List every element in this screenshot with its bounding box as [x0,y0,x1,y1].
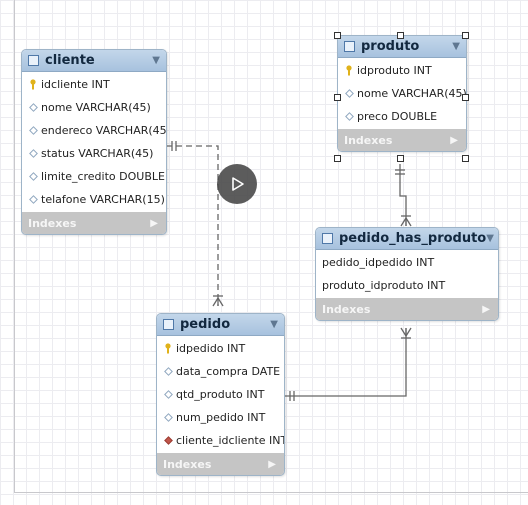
column-row[interactable]: data_compra DATE [157,360,284,383]
column-label: data_compra DATE [176,365,281,378]
column-label: limite_credito DOUBLE [41,170,165,183]
column-label: preco DOUBLE [357,110,438,123]
column-row[interactable]: status VARCHAR(45) [22,142,166,165]
column-label: qtd_produto INT [176,388,265,401]
column-label: endereco VARCHAR(45) [41,124,167,137]
column-row[interactable]: num_pedido INT [157,406,284,429]
table-icon [28,55,39,66]
table-name: cliente [45,53,95,68]
resize-handle-top-left[interactable] [334,32,341,39]
table-name: produto [361,39,420,54]
key-icon [28,79,38,90]
column-row[interactable]: nome VARCHAR(45) [338,82,466,105]
diamond-outline-icon [28,103,38,113]
table-pedido-has-produto[interactable]: pedido_has_produto ▼ pedido_idpedido INT… [315,227,499,321]
indexes-section[interactable]: Indexes ▶ [316,298,498,320]
chevron-down-icon[interactable]: ▼ [452,41,460,52]
resize-handle-top[interactable] [397,32,404,39]
chevron-down-icon[interactable]: ▼ [486,233,494,244]
column-row[interactable]: pedido_idpedido INT [316,251,498,274]
diamond-outline-icon [163,413,173,423]
table-header[interactable]: pedido ▼ [157,314,284,336]
table-name: pedido_has_produto [339,231,487,246]
column-row[interactable]: endereco VARCHAR(45) [22,119,166,142]
column-row[interactable]: produto_idproduto INT [316,274,498,297]
diamond-outline-icon [163,390,173,400]
resize-handle-bottom-right[interactable] [462,155,469,162]
indexes-section[interactable]: Indexes ▶ [338,129,466,151]
table-header[interactable]: pedido_has_produto ▼ [316,228,498,250]
table-name: pedido [180,317,231,332]
resize-handle-bottom[interactable] [397,155,404,162]
diamond-red-icon [163,436,173,446]
relation-cliente-pedido[interactable] [166,141,224,307]
column-label: status VARCHAR(45) [41,147,154,160]
chevron-down-icon[interactable]: ▼ [270,319,278,330]
indexes-label: Indexes [28,216,77,230]
triangle-right-icon[interactable]: ▶ [450,134,458,146]
table-pedido[interactable]: pedido ▼ idpedido INT data_compra DATE q… [156,313,285,476]
column-label: idproduto INT [357,64,432,77]
column-row[interactable]: preco DOUBLE [338,105,466,128]
canvas-bottom-border [14,492,528,493]
column-label: idpedido INT [176,342,246,355]
column-row[interactable]: telafone VARCHAR(15) [22,188,166,211]
key-icon [163,343,173,354]
table-icon [163,319,174,330]
column-label: telafone VARCHAR(15) [41,193,165,206]
table-header[interactable]: cliente ▼ [22,50,166,72]
table-header[interactable]: produto ▼ [338,36,466,58]
table-produto[interactable]: produto ▼ idproduto INT nome VARCHAR(45)… [337,35,467,152]
column-row[interactable]: qtd_produto INT [157,383,284,406]
table-icon [344,41,355,52]
triangle-right-icon[interactable]: ▶ [150,217,158,229]
column-row[interactable]: limite_credito DOUBLE [22,165,166,188]
column-label: produto_idproduto INT [322,279,446,292]
diamond-outline-icon [28,126,38,136]
diamond-outline-icon [28,149,38,159]
diamond-outline-icon [28,195,38,205]
resize-handle-left[interactable] [334,94,341,101]
resize-handle-bottom-left[interactable] [334,155,341,162]
resize-handle-right[interactable] [462,94,469,101]
diamond-outline-icon [28,172,38,182]
column-row[interactable]: idcliente INT [22,73,166,96]
column-row[interactable]: cliente_idcliente INT [157,429,284,452]
chevron-down-icon[interactable]: ▼ [152,55,160,66]
indexes-label: Indexes [322,302,371,316]
relation-produto-pedido-has-produto[interactable] [395,164,412,227]
column-label: nome VARCHAR(45) [41,101,151,114]
key-icon [344,65,354,76]
column-row[interactable]: nome VARCHAR(45) [22,96,166,119]
column-label: nome VARCHAR(45) [357,87,467,100]
column-row[interactable]: idproduto INT [338,59,466,82]
relation-pedido-pedido-has-produto[interactable] [284,327,412,401]
diamond-outline-icon [344,89,354,99]
column-label: cliente_idcliente INT [176,434,285,447]
table-icon [322,233,333,244]
table-cliente[interactable]: cliente ▼ idcliente INT nome VARCHAR(45)… [21,49,167,235]
canvas-left-border [14,0,15,492]
column-label: num_pedido INT [176,411,266,424]
column-row[interactable]: idpedido INT [157,337,284,360]
play-icon [232,177,244,191]
resize-handle-top-right[interactable] [462,32,469,39]
column-label: idcliente INT [41,78,110,91]
triangle-right-icon[interactable]: ▶ [482,303,490,315]
diamond-outline-icon [163,367,173,377]
column-label: pedido_idpedido INT [322,256,435,269]
play-button[interactable] [217,164,257,204]
indexes-section[interactable]: Indexes ▶ [22,212,166,234]
indexes-section[interactable]: Indexes ▶ [157,453,284,475]
indexes-label: Indexes [344,133,393,147]
diamond-outline-icon [344,112,354,122]
indexes-label: Indexes [163,457,212,471]
triangle-right-icon[interactable]: ▶ [268,458,276,470]
